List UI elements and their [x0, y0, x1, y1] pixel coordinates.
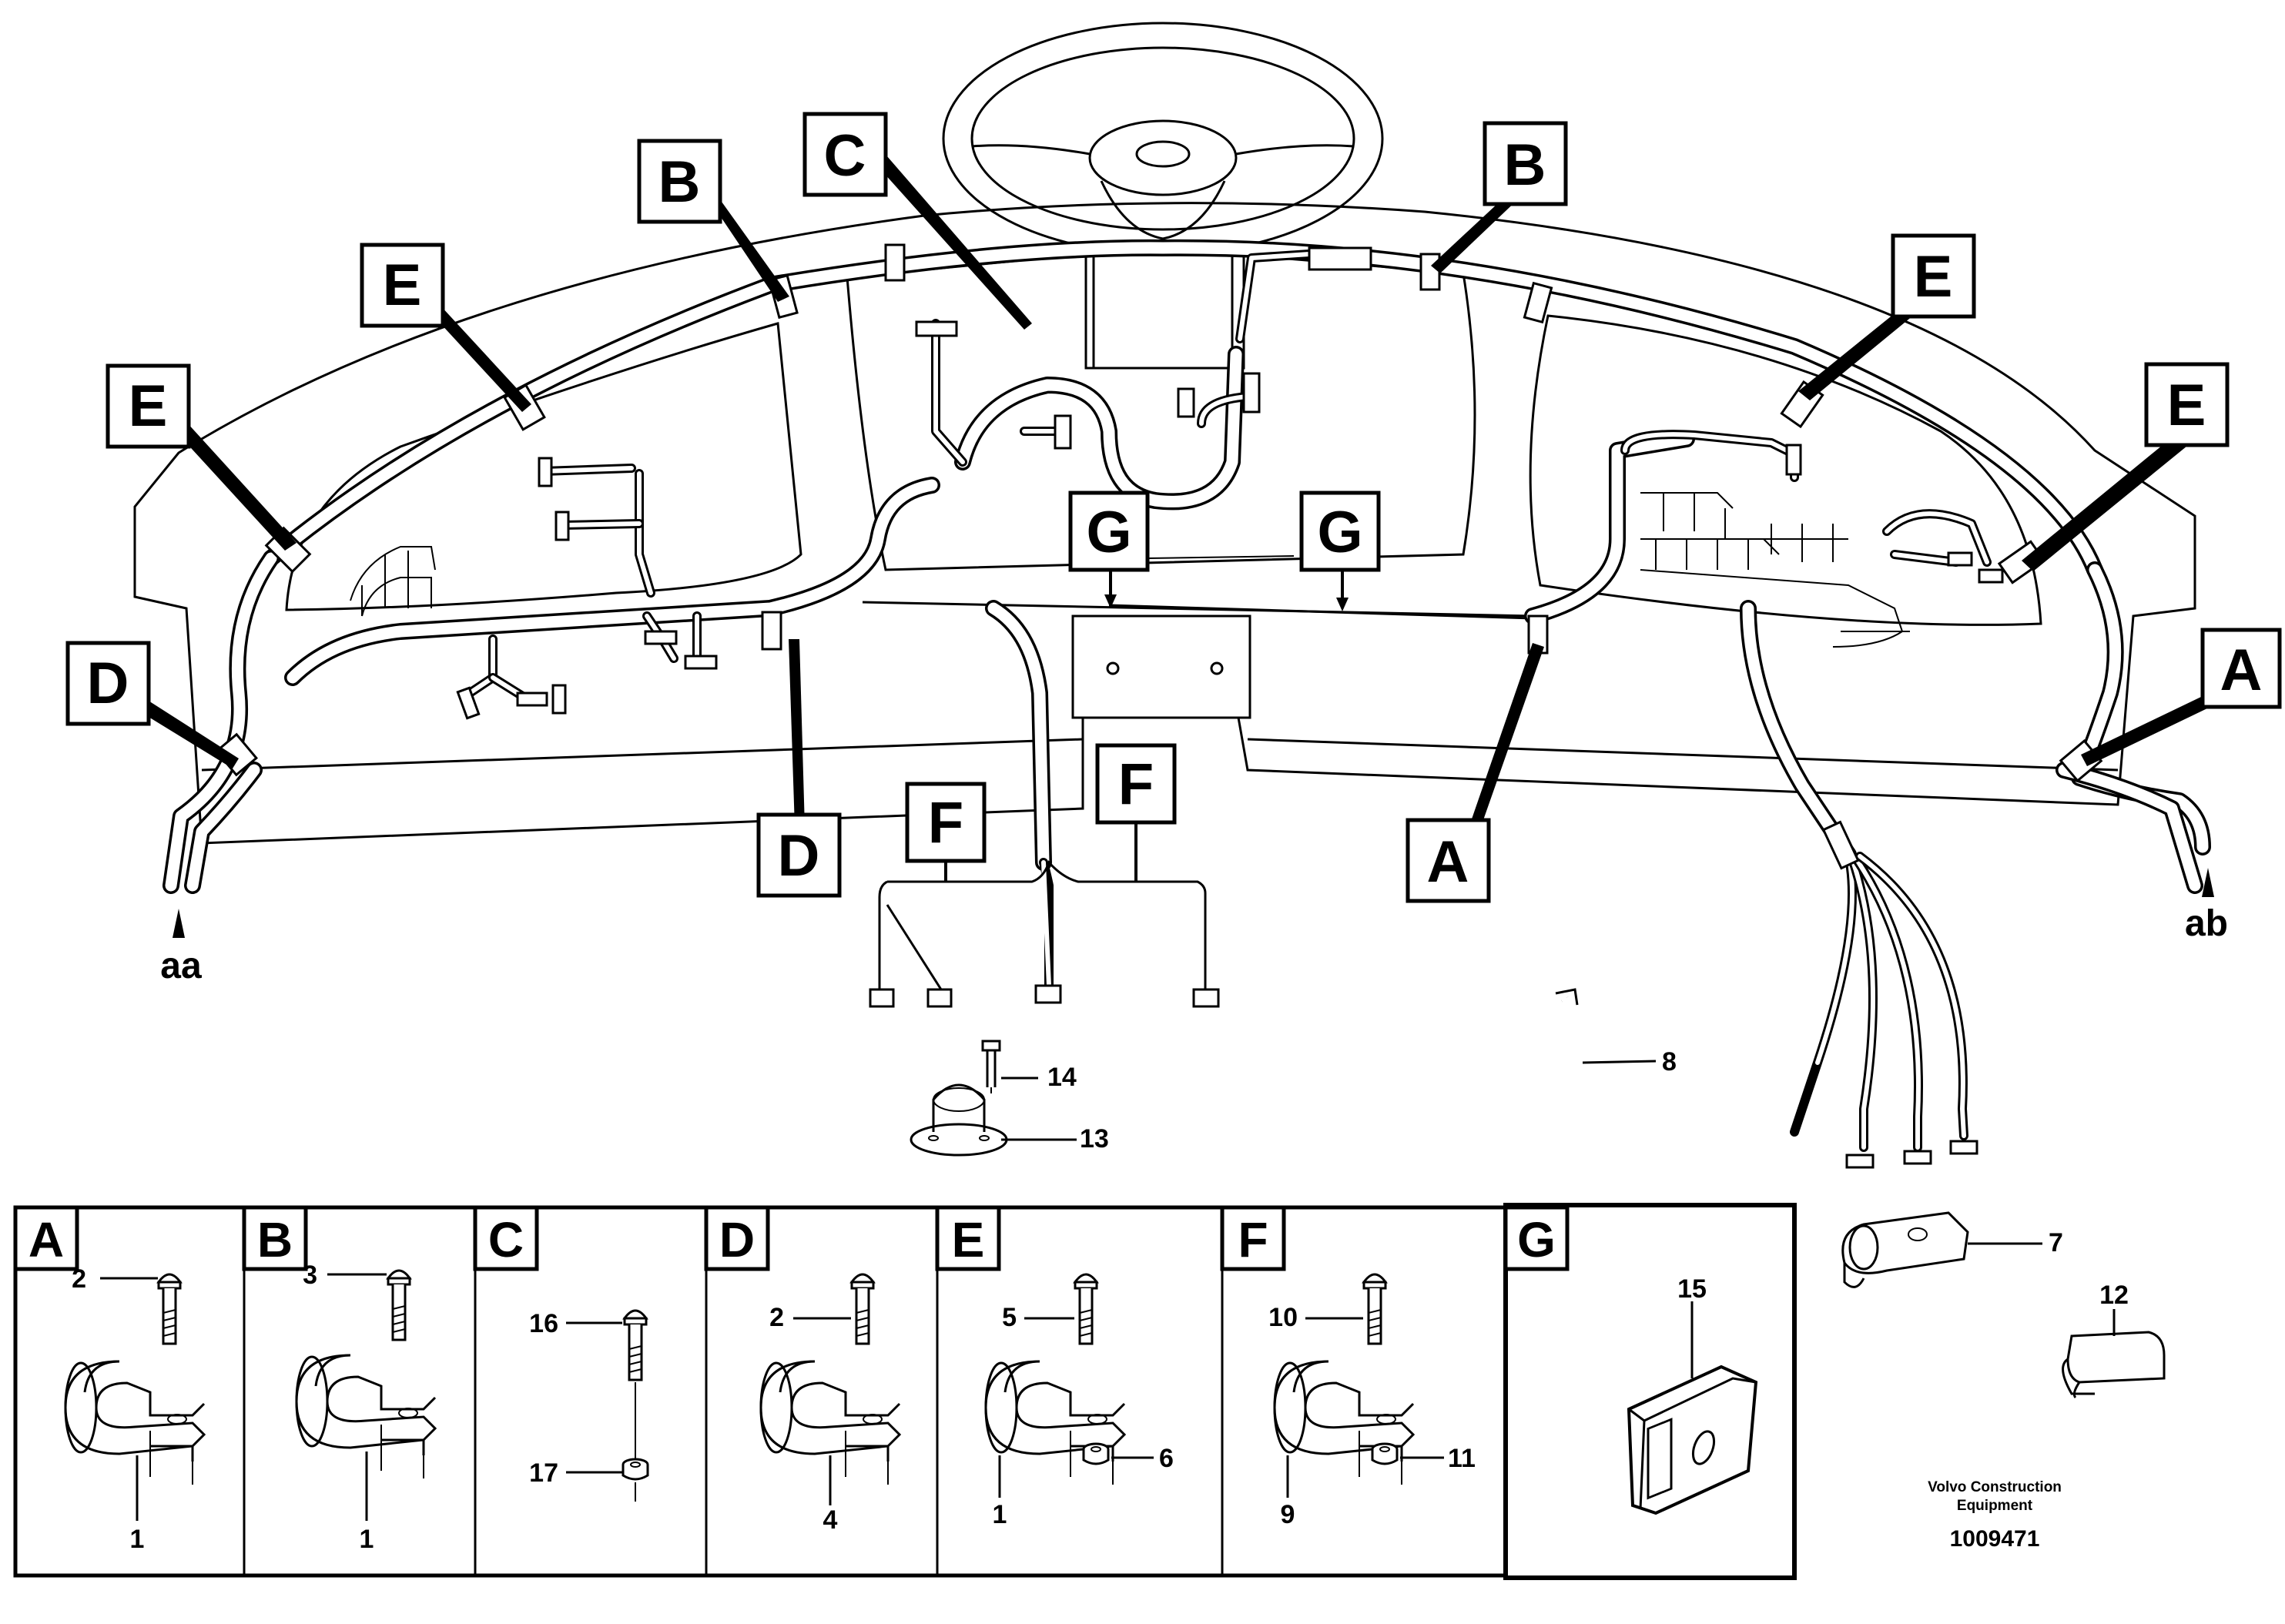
- panel-g-letter: G: [1517, 1212, 1556, 1267]
- panel-b-label-clamp: 1: [360, 1525, 374, 1554]
- harness-end-aa: aa: [160, 946, 202, 986]
- callout-d-mid: D: [778, 823, 820, 889]
- panel-c-label-screw: 16: [529, 1309, 558, 1338]
- document-number: 1009471: [1950, 1526, 2040, 1552]
- harness-clips: [215, 243, 2103, 782]
- callout-e-2: E: [129, 373, 168, 439]
- callout-g-left: G: [1086, 500, 1131, 565]
- center-branches: [915, 246, 1372, 467]
- panel-f-label-clamp: 9: [1281, 1500, 1295, 1529]
- panel-f-label-screw: 10: [1268, 1303, 1298, 1332]
- callout-e-3: E: [1914, 244, 1953, 310]
- panel-a-label-screw: 2: [72, 1264, 86, 1294]
- panel-e-letter: E: [952, 1212, 985, 1267]
- part-8-cable-tie: [1506, 988, 1657, 1117]
- callout-a-mid: A: [1427, 829, 1469, 895]
- panel-a-drawing: [64, 1273, 206, 1521]
- callout-c-top: C: [824, 123, 866, 189]
- harness-end-ab: ab: [2185, 903, 2228, 944]
- callout-b-right: B: [1504, 132, 1546, 198]
- part-13-14-pad: [910, 1040, 1077, 1157]
- steering-wheel: [942, 22, 1384, 370]
- part-12-clip: [2062, 1309, 2166, 1399]
- panel-d-label-clamp: 4: [823, 1505, 838, 1535]
- panel-c-drawing: [566, 1309, 649, 1502]
- part-number-13: 13: [1080, 1124, 1109, 1154]
- callout-f-left: F: [928, 790, 963, 856]
- panel-d-letter: D: [719, 1212, 755, 1267]
- panel-e-label-clamp: 1: [993, 1500, 1007, 1529]
- dashboard-body: [133, 202, 2196, 845]
- cable-bundle: [1790, 820, 1978, 1169]
- panel-f-drawing: [1273, 1273, 1444, 1498]
- panel-b-label-screw: 3: [303, 1261, 317, 1290]
- detail-panels: [13, 1203, 1797, 1580]
- panel-f-label-nut: 11: [1448, 1444, 1476, 1473]
- panel-g-drawing: [1627, 1301, 1758, 1515]
- panel-e-drawing: [984, 1273, 1154, 1498]
- part-number-12: 12: [2099, 1281, 2129, 1310]
- brand-line-2: Equipment: [1957, 1498, 2033, 1514]
- panel-a-label-clamp: 1: [130, 1525, 145, 1554]
- center-drop-connectors: [869, 858, 1220, 1008]
- callout-a-right: A: [2220, 638, 2263, 703]
- callout-b-left: B: [658, 149, 701, 215]
- callout-boxes: B C B E E E E D D A A G G F F: [65, 112, 2282, 903]
- panel-a-letter: A: [28, 1212, 64, 1267]
- panel-f-letter: F: [1238, 1212, 1268, 1267]
- callout-e-4: E: [2167, 373, 2206, 438]
- part-number-8: 8: [1662, 1047, 1677, 1077]
- brand-line-1: Volvo Construction: [1928, 1479, 2062, 1495]
- main-harness: [162, 239, 2211, 894]
- callout-d-left: D: [87, 651, 129, 716]
- panel-e-label-screw: 5: [1002, 1303, 1017, 1332]
- left-branches: [350, 457, 718, 720]
- callout-leaders: [135, 150, 2214, 938]
- part-number-14: 14: [1047, 1063, 1077, 1092]
- panel-d-label-screw: 2: [769, 1303, 784, 1332]
- panel-e-label-nut: 6: [1159, 1444, 1174, 1473]
- panel-c-label-nut: 17: [529, 1458, 558, 1488]
- callout-f-right: F: [1118, 752, 1154, 817]
- part-number-7: 7: [2049, 1228, 2063, 1257]
- callout-e-1: E: [383, 253, 422, 318]
- panel-c-letter: C: [488, 1212, 524, 1267]
- panel-b-letter: B: [257, 1212, 293, 1267]
- panel-g-label: 15: [1677, 1274, 1707, 1304]
- callout-g-right: G: [1317, 500, 1362, 565]
- panel-b-drawing: [295, 1269, 437, 1521]
- panel-d-drawing: [759, 1273, 901, 1505]
- right-branches: [1620, 430, 2004, 648]
